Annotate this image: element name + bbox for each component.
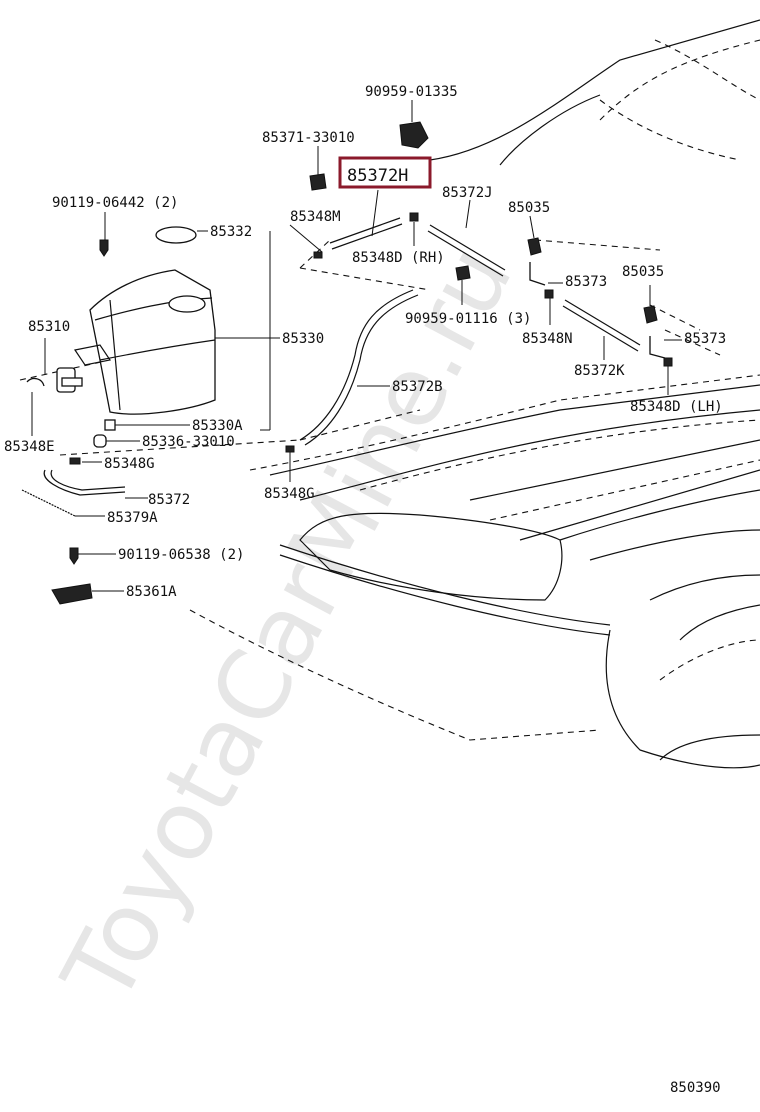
highlight-box xyxy=(338,156,432,189)
part-labels: 90959-01335 85371-33010 85372H 85372J 85… xyxy=(4,84,726,1096)
elbow-85373-b xyxy=(649,336,666,359)
label-85332[interactable]: 85332 xyxy=(210,224,252,240)
label-85330a[interactable]: 85330A xyxy=(192,418,243,434)
label-85348g-b[interactable]: 85348G xyxy=(264,486,315,502)
label-90959-01335[interactable]: 90959-01335 xyxy=(365,84,458,100)
label-85379a[interactable]: 85379A xyxy=(107,510,158,526)
bolt-icon xyxy=(99,239,109,257)
label-85035-a[interactable]: 85035 xyxy=(508,200,550,216)
label-85035-b[interactable]: 85035 xyxy=(622,264,664,280)
label-90119-06442[interactable]: 90119-06442 (2) xyxy=(52,195,178,211)
joint-85348d-rh xyxy=(409,212,419,222)
label-90119-06538[interactable]: 90119-06538 (2) xyxy=(118,547,244,563)
hose-85348e xyxy=(26,377,45,387)
car-body-outline xyxy=(189,19,760,769)
tube-joint xyxy=(104,419,116,431)
clamp-strip xyxy=(21,489,76,517)
label-85348e[interactable]: 85348E xyxy=(4,439,55,455)
label-85348g-a[interactable]: 85348G xyxy=(104,456,155,472)
clip-icon xyxy=(455,265,471,281)
grommet xyxy=(93,434,107,448)
bolt-icon xyxy=(69,547,79,565)
clip-icon xyxy=(309,173,327,191)
label-85310[interactable]: 85310 xyxy=(28,319,70,335)
label-85348m[interactable]: 85348M xyxy=(290,209,341,225)
label-85371-33010[interactable]: 85371-33010 xyxy=(262,130,355,146)
filler-cap xyxy=(155,226,197,244)
elbow-85373-a xyxy=(529,262,546,286)
hose-85372h xyxy=(329,217,401,244)
page-number: 850390 xyxy=(670,1080,721,1096)
joint-85348g-tank xyxy=(69,457,81,465)
nozzle-icon xyxy=(643,305,658,324)
bracket xyxy=(51,583,93,605)
label-85373-b[interactable]: 85373 xyxy=(684,331,726,347)
hose-85372k xyxy=(564,299,641,346)
label-85348n[interactable]: 85348N xyxy=(522,331,573,347)
label-85348d-lh[interactable]: 85348D (LH) xyxy=(630,399,723,415)
label-85330[interactable]: 85330 xyxy=(282,331,324,347)
label-85372[interactable]: 85372 xyxy=(148,492,190,508)
label-85372b[interactable]: 85372B xyxy=(392,379,443,395)
washer-pump xyxy=(56,367,83,393)
label-85336-33010[interactable]: 85336-33010 xyxy=(142,434,235,450)
label-85372h[interactable]: 85372H xyxy=(347,166,408,186)
hose-85372b xyxy=(304,294,419,446)
label-85372k[interactable]: 85372K xyxy=(574,363,625,379)
label-85373-a[interactable]: 85373 xyxy=(565,274,607,290)
label-85372j[interactable]: 85372J xyxy=(442,185,493,201)
motor-icon xyxy=(399,121,429,149)
joint-85348n xyxy=(544,289,554,299)
nozzle-icon xyxy=(527,237,542,256)
joint-85348m xyxy=(313,251,323,259)
joint-85348d-lh xyxy=(663,357,673,367)
leader-lines xyxy=(31,100,682,592)
washer-tank xyxy=(74,269,216,415)
joint-85348g xyxy=(285,445,295,453)
label-90959-01116[interactable]: 90959-01116 (3) xyxy=(405,311,531,327)
label-85361a[interactable]: 85361A xyxy=(126,584,177,600)
hose-85372 xyxy=(43,469,126,496)
label-85348d-rh[interactable]: 85348D (RH) xyxy=(352,250,445,266)
hose-85372j xyxy=(429,224,506,271)
